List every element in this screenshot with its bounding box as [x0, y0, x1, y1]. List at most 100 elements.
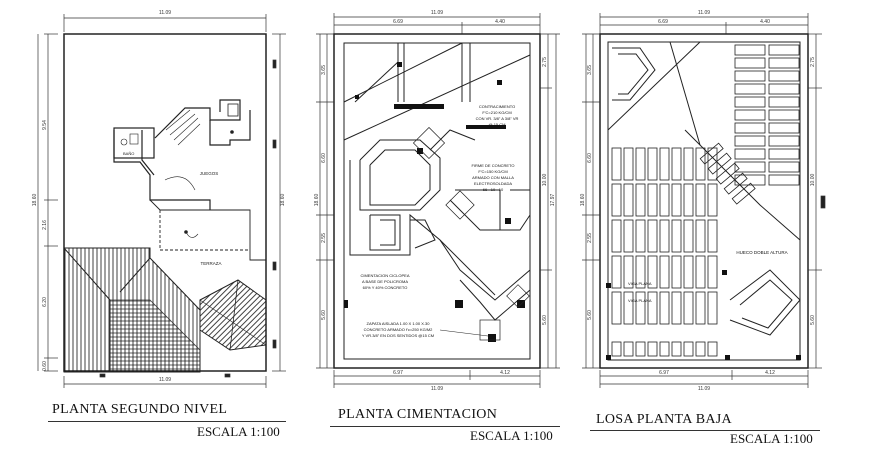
plan-2-scale: ESCALA 1:100 [470, 428, 553, 443]
inner-wall [343, 42, 531, 360]
slab-block [683, 341, 694, 357]
dim-right-a: 2.75 [810, 57, 816, 67]
slab-block [611, 291, 622, 325]
slab-block [695, 147, 706, 181]
slab-block [768, 57, 800, 69]
dim-top-a: 6.69 [393, 19, 403, 25]
plan-losa-planta-baja: 11.09 6.69 4.40 3.65 6.60 2.55 5.60 18.6… [580, 10, 826, 392]
slab-block [671, 291, 682, 325]
slab-block [683, 183, 694, 217]
slab-block [647, 219, 658, 253]
slab-block [723, 172, 748, 195]
dim-left-d: 0.60 [42, 361, 48, 371]
slab-block [707, 341, 718, 357]
dimension-top [333, 13, 541, 34]
slab-block [683, 291, 694, 325]
slab-block [671, 183, 682, 217]
plan-segundo-nivel: 11.09 9.54 2.16 6.20 0.60 18.60 18.60 [32, 10, 286, 388]
room-terraza-label: TERRAZA [200, 261, 221, 266]
slab-block [695, 183, 706, 217]
dimension-right [272, 33, 286, 372]
plan-3-title-underline [590, 430, 820, 431]
slab-block [707, 147, 718, 181]
slab-block-grid [611, 44, 800, 357]
dimension-bottom [333, 370, 541, 388]
plan-1-title-underline [48, 421, 286, 422]
slab-block [635, 183, 646, 217]
slab-block [647, 341, 658, 357]
dim-left-a: 3.65 [321, 65, 327, 75]
slab-block [623, 147, 634, 181]
slab-block [768, 122, 800, 134]
viga-label-1: VIGA PLANA [628, 281, 652, 286]
dim-left-d: 5.60 [321, 310, 327, 320]
plan-3-title: LOSA PLANTA BAJA [596, 412, 732, 427]
slab-block [659, 147, 670, 181]
slab-block [683, 147, 694, 181]
slab-block [635, 341, 646, 357]
slab-block [768, 135, 800, 147]
slab-block [671, 255, 682, 289]
note-zapata-2: CONCRETO ARMADO f'c=250 KG/M2 [364, 327, 434, 332]
room-juegos-label: JUEGOS [200, 171, 219, 176]
note-contrac-3: CON VR. 3/8" A 3/8" VR [476, 116, 519, 121]
plan-1-title: PLANTA SEGUNDO NIVEL [52, 402, 228, 417]
outer-wall [333, 33, 541, 369]
slab-block [734, 148, 766, 160]
note-firme-1: FIRME DE CONCRETO [471, 163, 514, 168]
dim-top-total: 11.09 [698, 10, 710, 16]
slab-block [768, 161, 800, 173]
slab-block [683, 255, 694, 289]
slab-block [734, 96, 766, 108]
dim-bottom-a: 6.97 [393, 370, 403, 376]
dim-left-total: 18.60 [580, 194, 586, 207]
slab-block [768, 174, 800, 186]
slab-block [695, 255, 706, 289]
dim-bottom-b: 4.12 [500, 370, 510, 376]
dim-right-c: 5.60 [542, 315, 548, 325]
dim-bottom-total: 11.09 [431, 386, 443, 392]
roof-hatch-left [63, 247, 201, 373]
slab-block [671, 219, 682, 253]
column-marks [606, 270, 801, 360]
note-ciclopea-2: A BASE DE POLICROMA [362, 279, 408, 284]
note-contrac-4: @ 15 CM [489, 122, 506, 127]
slab-block [734, 161, 766, 173]
slab-block [734, 109, 766, 121]
slab-block [768, 83, 800, 95]
plan-1-scale: ESCALA 1:100 [197, 424, 280, 439]
dim-left-c: 2.55 [321, 233, 327, 243]
note-ciclopea-3: 60% Y 40% CONCRETO [363, 285, 408, 290]
dim-bottom-total: 11.09 [698, 386, 710, 392]
plan-2-title: PLANTA CIMENTACION [338, 407, 498, 422]
dim-top-b: 4.40 [760, 19, 770, 25]
dim-top-text: 11.09 [159, 10, 171, 16]
plan-3-scale: ESCALA 1:100 [730, 431, 813, 446]
roof-hatch-right [199, 279, 267, 351]
slab-block [734, 135, 766, 147]
dim-left-a: 3.65 [587, 65, 593, 75]
slab-block [647, 255, 658, 289]
dim-left-d: 5.60 [587, 310, 593, 320]
slab-block [623, 219, 634, 253]
slab-block [659, 255, 670, 289]
dimension-bottom [599, 370, 809, 388]
dimension-top [63, 14, 267, 32]
slab-block [647, 183, 658, 217]
slab-block [734, 44, 766, 56]
note-firme-3: ARMADO CON MALLA [472, 175, 514, 180]
dim-right-text: 18.60 [280, 194, 286, 207]
slab-block [699, 142, 724, 165]
room-bath-label: BAÑO [123, 151, 134, 156]
slab-block [647, 291, 658, 325]
note-firme-2: F'C=150 KG/CM [478, 169, 507, 174]
note-zapata-3: Y VR.3/8" EN DOS SENTIDOS @15 CM [362, 333, 434, 338]
slab-block [611, 147, 622, 181]
dim-left-b: 6.60 [321, 153, 327, 163]
slab-block [623, 341, 634, 357]
slab-block [659, 183, 670, 217]
dim-left-total: 18.60 [314, 194, 320, 207]
slab-block [611, 255, 622, 289]
slab-block [695, 291, 706, 325]
